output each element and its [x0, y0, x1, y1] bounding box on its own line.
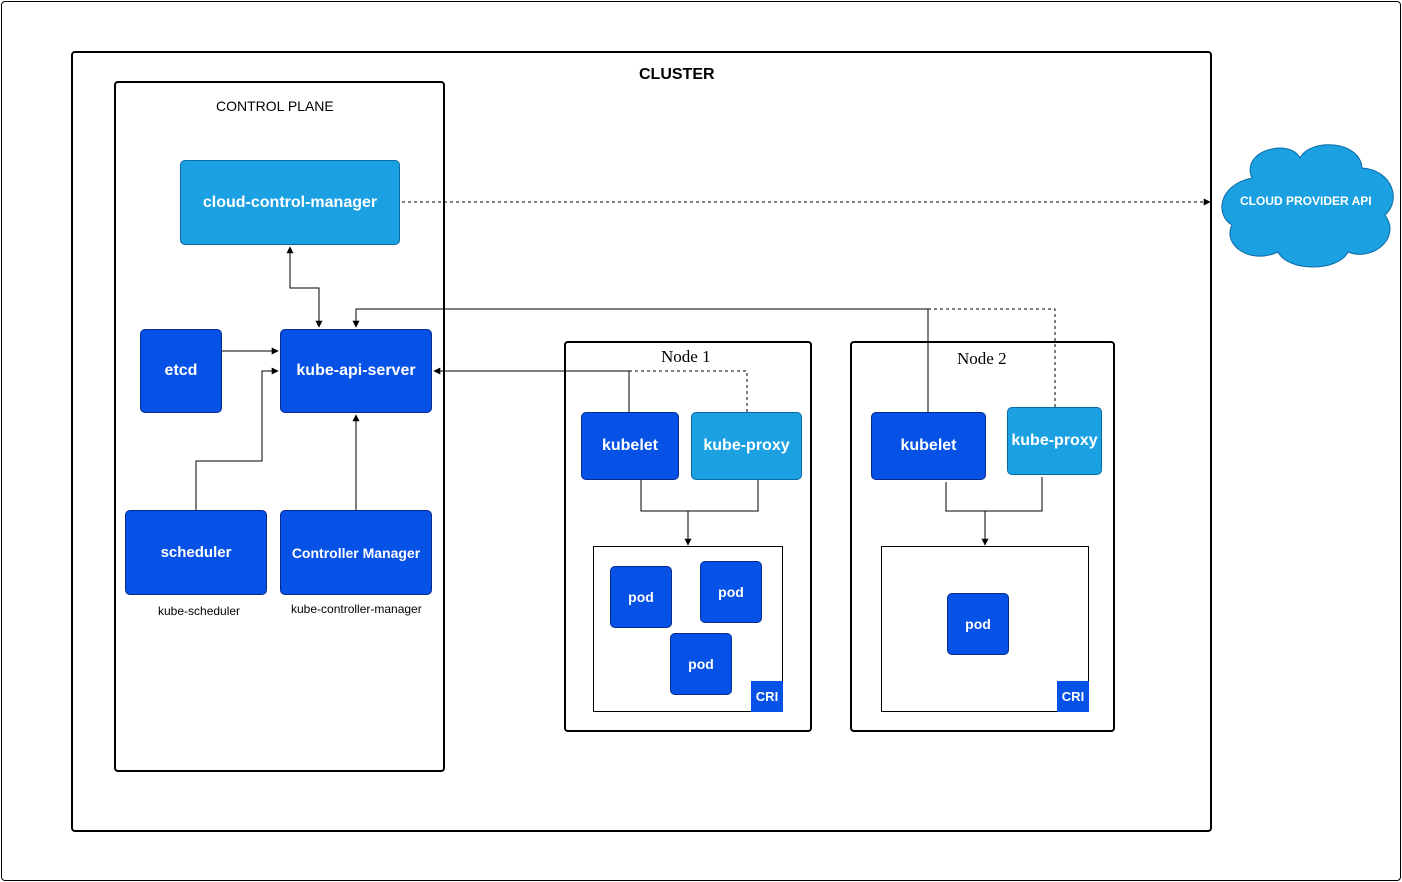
node1-title: Node 1: [661, 347, 711, 366]
kube-api-server[interactable]: kube-api-server: [280, 329, 432, 413]
node1-kube-proxy[interactable]: kube-proxy: [691, 412, 802, 480]
control-plane-title: CONTROL PLANE: [216, 98, 334, 114]
controller-manager-caption: kube-controller-manager: [291, 602, 422, 616]
node2-pod[interactable]: pod: [947, 593, 1009, 655]
node1-pod[interactable]: pod: [700, 561, 762, 623]
node2-kube-proxy[interactable]: kube-proxy: [1007, 407, 1102, 475]
node1-kubelet[interactable]: kubelet: [581, 412, 679, 480]
scheduler[interactable]: scheduler: [125, 510, 267, 595]
node2-kubelet[interactable]: kubelet: [871, 412, 986, 480]
node2-cri: CRI: [1057, 681, 1089, 712]
cluster-title: CLUSTER: [639, 66, 715, 83]
etcd[interactable]: etcd: [140, 329, 222, 413]
control-plane-boundary: [114, 81, 445, 772]
node1-cri: CRI: [751, 681, 783, 712]
controller-manager[interactable]: Controller Manager: [280, 510, 432, 595]
scheduler-caption: kube-scheduler: [158, 604, 241, 618]
cluster-boundary: [71, 51, 1212, 832]
cloud-provider-label: CLOUD PROVIDER API: [1240, 194, 1372, 208]
node2-title: Node 2: [957, 349, 1007, 368]
node1-pod[interactable]: pod: [610, 566, 672, 628]
cloud-control-manager[interactable]: cloud-control-manager: [180, 160, 400, 245]
node1-pod[interactable]: pod: [670, 633, 732, 695]
